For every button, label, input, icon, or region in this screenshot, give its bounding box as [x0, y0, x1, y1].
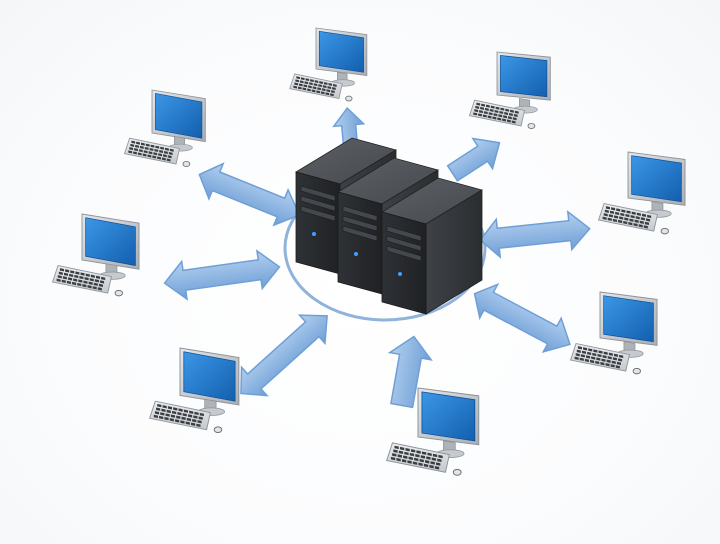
keyboard-icon [123, 137, 181, 165]
monitor-icon [81, 213, 140, 280]
server-led-icon [354, 252, 358, 256]
client-workstations [51, 27, 686, 476]
workstation-4 [597, 151, 686, 235]
mouse-icon [182, 160, 191, 167]
keyboard-icon [597, 202, 658, 232]
workstation-8 [385, 387, 480, 476]
keyboard-icon [289, 73, 343, 100]
workstation-7 [148, 347, 240, 434]
monitor-icon [179, 347, 240, 416]
monitor-icon [599, 291, 658, 358]
arrows-group [163, 106, 591, 409]
monitor-icon [417, 387, 480, 458]
double-arrow-top-right [446, 137, 501, 182]
keyboard-icon [569, 342, 630, 372]
keyboard-icon [148, 400, 211, 431]
mouse-icon [114, 289, 123, 297]
workstation-2 [468, 51, 551, 129]
server-led-icon [398, 272, 402, 276]
keyboard-icon [385, 442, 450, 473]
server-tower-3 [380, 177, 484, 315]
workstation-1 [289, 27, 368, 102]
double-arrow-right [479, 210, 591, 259]
double-arrow-lower-left [240, 314, 328, 397]
double-arrow-lower-right [473, 282, 571, 353]
workstation-3 [123, 89, 206, 167]
mouse-icon [660, 227, 669, 235]
monitor-icon [315, 27, 368, 87]
keyboard-icon [51, 264, 112, 294]
workstation-5 [51, 213, 140, 297]
mouse-icon [452, 468, 462, 476]
monitor-icon [496, 51, 551, 114]
mouse-icon [213, 426, 223, 434]
server-towers [294, 137, 484, 315]
double-arrow-upper-left [198, 162, 301, 227]
server-led-icon [312, 232, 316, 236]
mouse-icon [527, 122, 536, 129]
monitor-icon [151, 89, 206, 152]
double-arrow-bottom [387, 335, 433, 409]
monitor-icon [627, 151, 686, 218]
workstation-6 [569, 291, 658, 375]
keyboard-icon [468, 99, 526, 127]
mouse-icon [632, 367, 641, 375]
mouse-icon [345, 95, 353, 102]
double-arrow-left [163, 249, 281, 301]
